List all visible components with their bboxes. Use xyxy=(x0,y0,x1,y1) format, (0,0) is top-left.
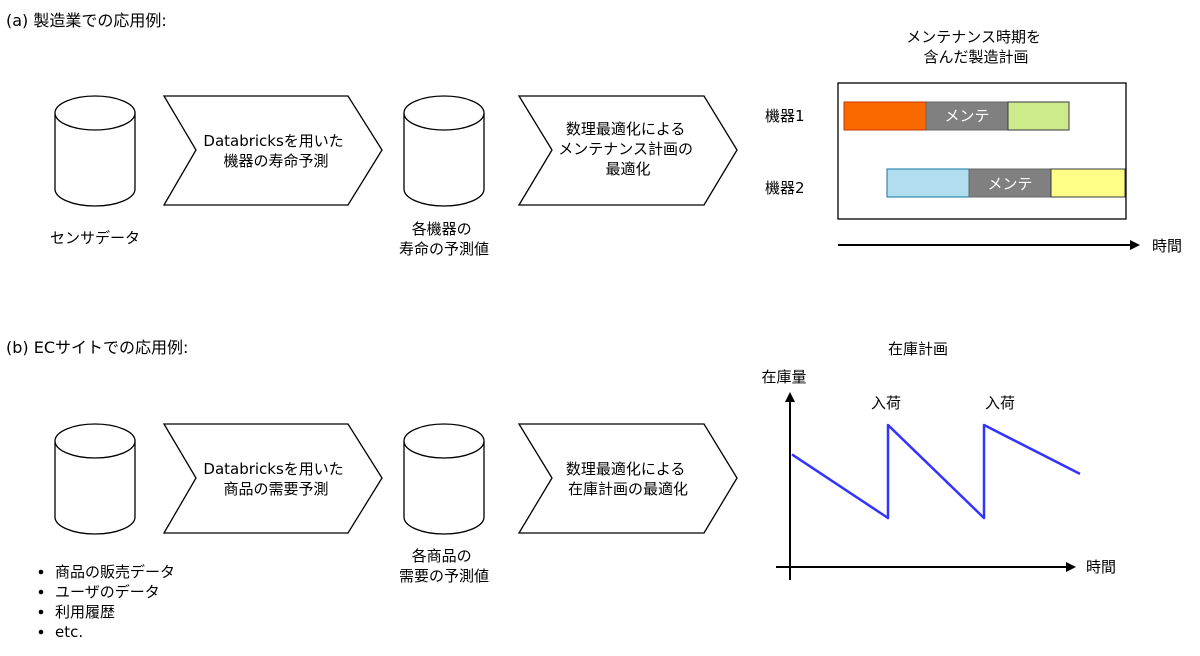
list-item: 商品の販売データ xyxy=(55,563,175,581)
process-a1-chevron xyxy=(162,95,383,206)
process-b1-line: Databricksを用いた xyxy=(203,460,343,478)
process-b1-line: 商品の需要予測 xyxy=(223,480,328,498)
db-a2-label: 各機器の 寿命の予測値 xyxy=(399,220,489,258)
y-axis-label: 在庫量 xyxy=(761,368,806,386)
machine-2-production-bar xyxy=(886,168,970,198)
input-data-list: 商品の販売データ ユーザのデータ 利用履歴 etc. xyxy=(38,563,175,641)
machine-2-label: 機器2 xyxy=(765,179,805,197)
process-a1-line: 機器の寿命予測 xyxy=(223,152,328,170)
process-a2-line: 数理最適化による xyxy=(566,120,686,138)
process-a2-line: メンテナンス計画の xyxy=(558,140,693,158)
process-a1-label: Databricksを用いた 機器の寿命予測 xyxy=(203,132,348,170)
chart-title: 在庫計画 xyxy=(888,340,948,358)
sensor-database-icon xyxy=(54,95,136,207)
machine-2-production-bar xyxy=(1050,168,1126,198)
sensor-data-label: センサデータ xyxy=(50,229,140,247)
input-database-icon xyxy=(54,423,136,535)
list-bullet xyxy=(38,569,44,575)
machine-1-production-bar xyxy=(843,101,927,131)
db-b2-line: 各商品の xyxy=(412,547,472,565)
machine-2-maintenance-label: メンテ xyxy=(987,175,1032,193)
arrival-label: 入荷 xyxy=(871,394,901,412)
list-item: 利用履歴 xyxy=(55,603,115,621)
process-b2-chevron xyxy=(517,423,738,534)
list-bullet xyxy=(38,609,44,615)
section-a-title: (a) 製造業での応用例: xyxy=(6,11,167,30)
process-b2-label: 数理最適化による 在庫計画の最適化 xyxy=(566,460,690,498)
plan-title-line: 含んだ製造計画 xyxy=(923,48,1028,66)
time-axis-a-label: 時間 xyxy=(1152,237,1182,255)
machine-1-maintenance-bar xyxy=(925,101,1009,131)
process-b2-line: 数理最適化による xyxy=(566,460,686,478)
machine-1-label: 機器1 xyxy=(765,107,805,125)
arrival-label: 入荷 xyxy=(985,394,1015,412)
process-b1-label: Databricksを用いた 商品の需要予測 xyxy=(203,460,348,498)
machine-1-production-bar xyxy=(1007,101,1070,131)
plan-title: メンテナンス時期を 含んだ製造計画 xyxy=(906,28,1045,66)
list-bullet xyxy=(38,629,44,635)
process-b2-line: 在庫計画の最適化 xyxy=(568,480,688,498)
process-a2-line: 最適化 xyxy=(605,160,650,178)
list-bullet xyxy=(38,589,44,595)
plan-title-line: メンテナンス時期を xyxy=(906,28,1041,46)
list-item: ユーザのデータ xyxy=(55,583,160,601)
section-b-title: (b) ECサイトでの応用例: xyxy=(6,338,188,357)
inventory-series-line xyxy=(791,423,1081,520)
demand-database-icon xyxy=(403,423,485,535)
list-item: etc. xyxy=(55,623,83,641)
machine-1-maintenance-label: メンテ xyxy=(944,107,989,125)
x-axis-label: 時間 xyxy=(1086,558,1116,576)
process-a1-line: Databricksを用いた xyxy=(203,132,343,150)
process-a2-chevron xyxy=(517,95,738,206)
db-a2-line: 各機器の xyxy=(412,220,472,238)
db-b2-line: 需要の予測値 xyxy=(399,567,489,585)
db-b2-label: 各商品の 需要の予測値 xyxy=(399,547,489,585)
process-a2-label: 数理最適化による メンテナンス計画の 最適化 xyxy=(558,120,697,178)
db-a2-line: 寿命の予測値 xyxy=(399,240,489,258)
process-b1-chevron xyxy=(162,423,383,534)
prediction-database-icon xyxy=(403,95,485,207)
